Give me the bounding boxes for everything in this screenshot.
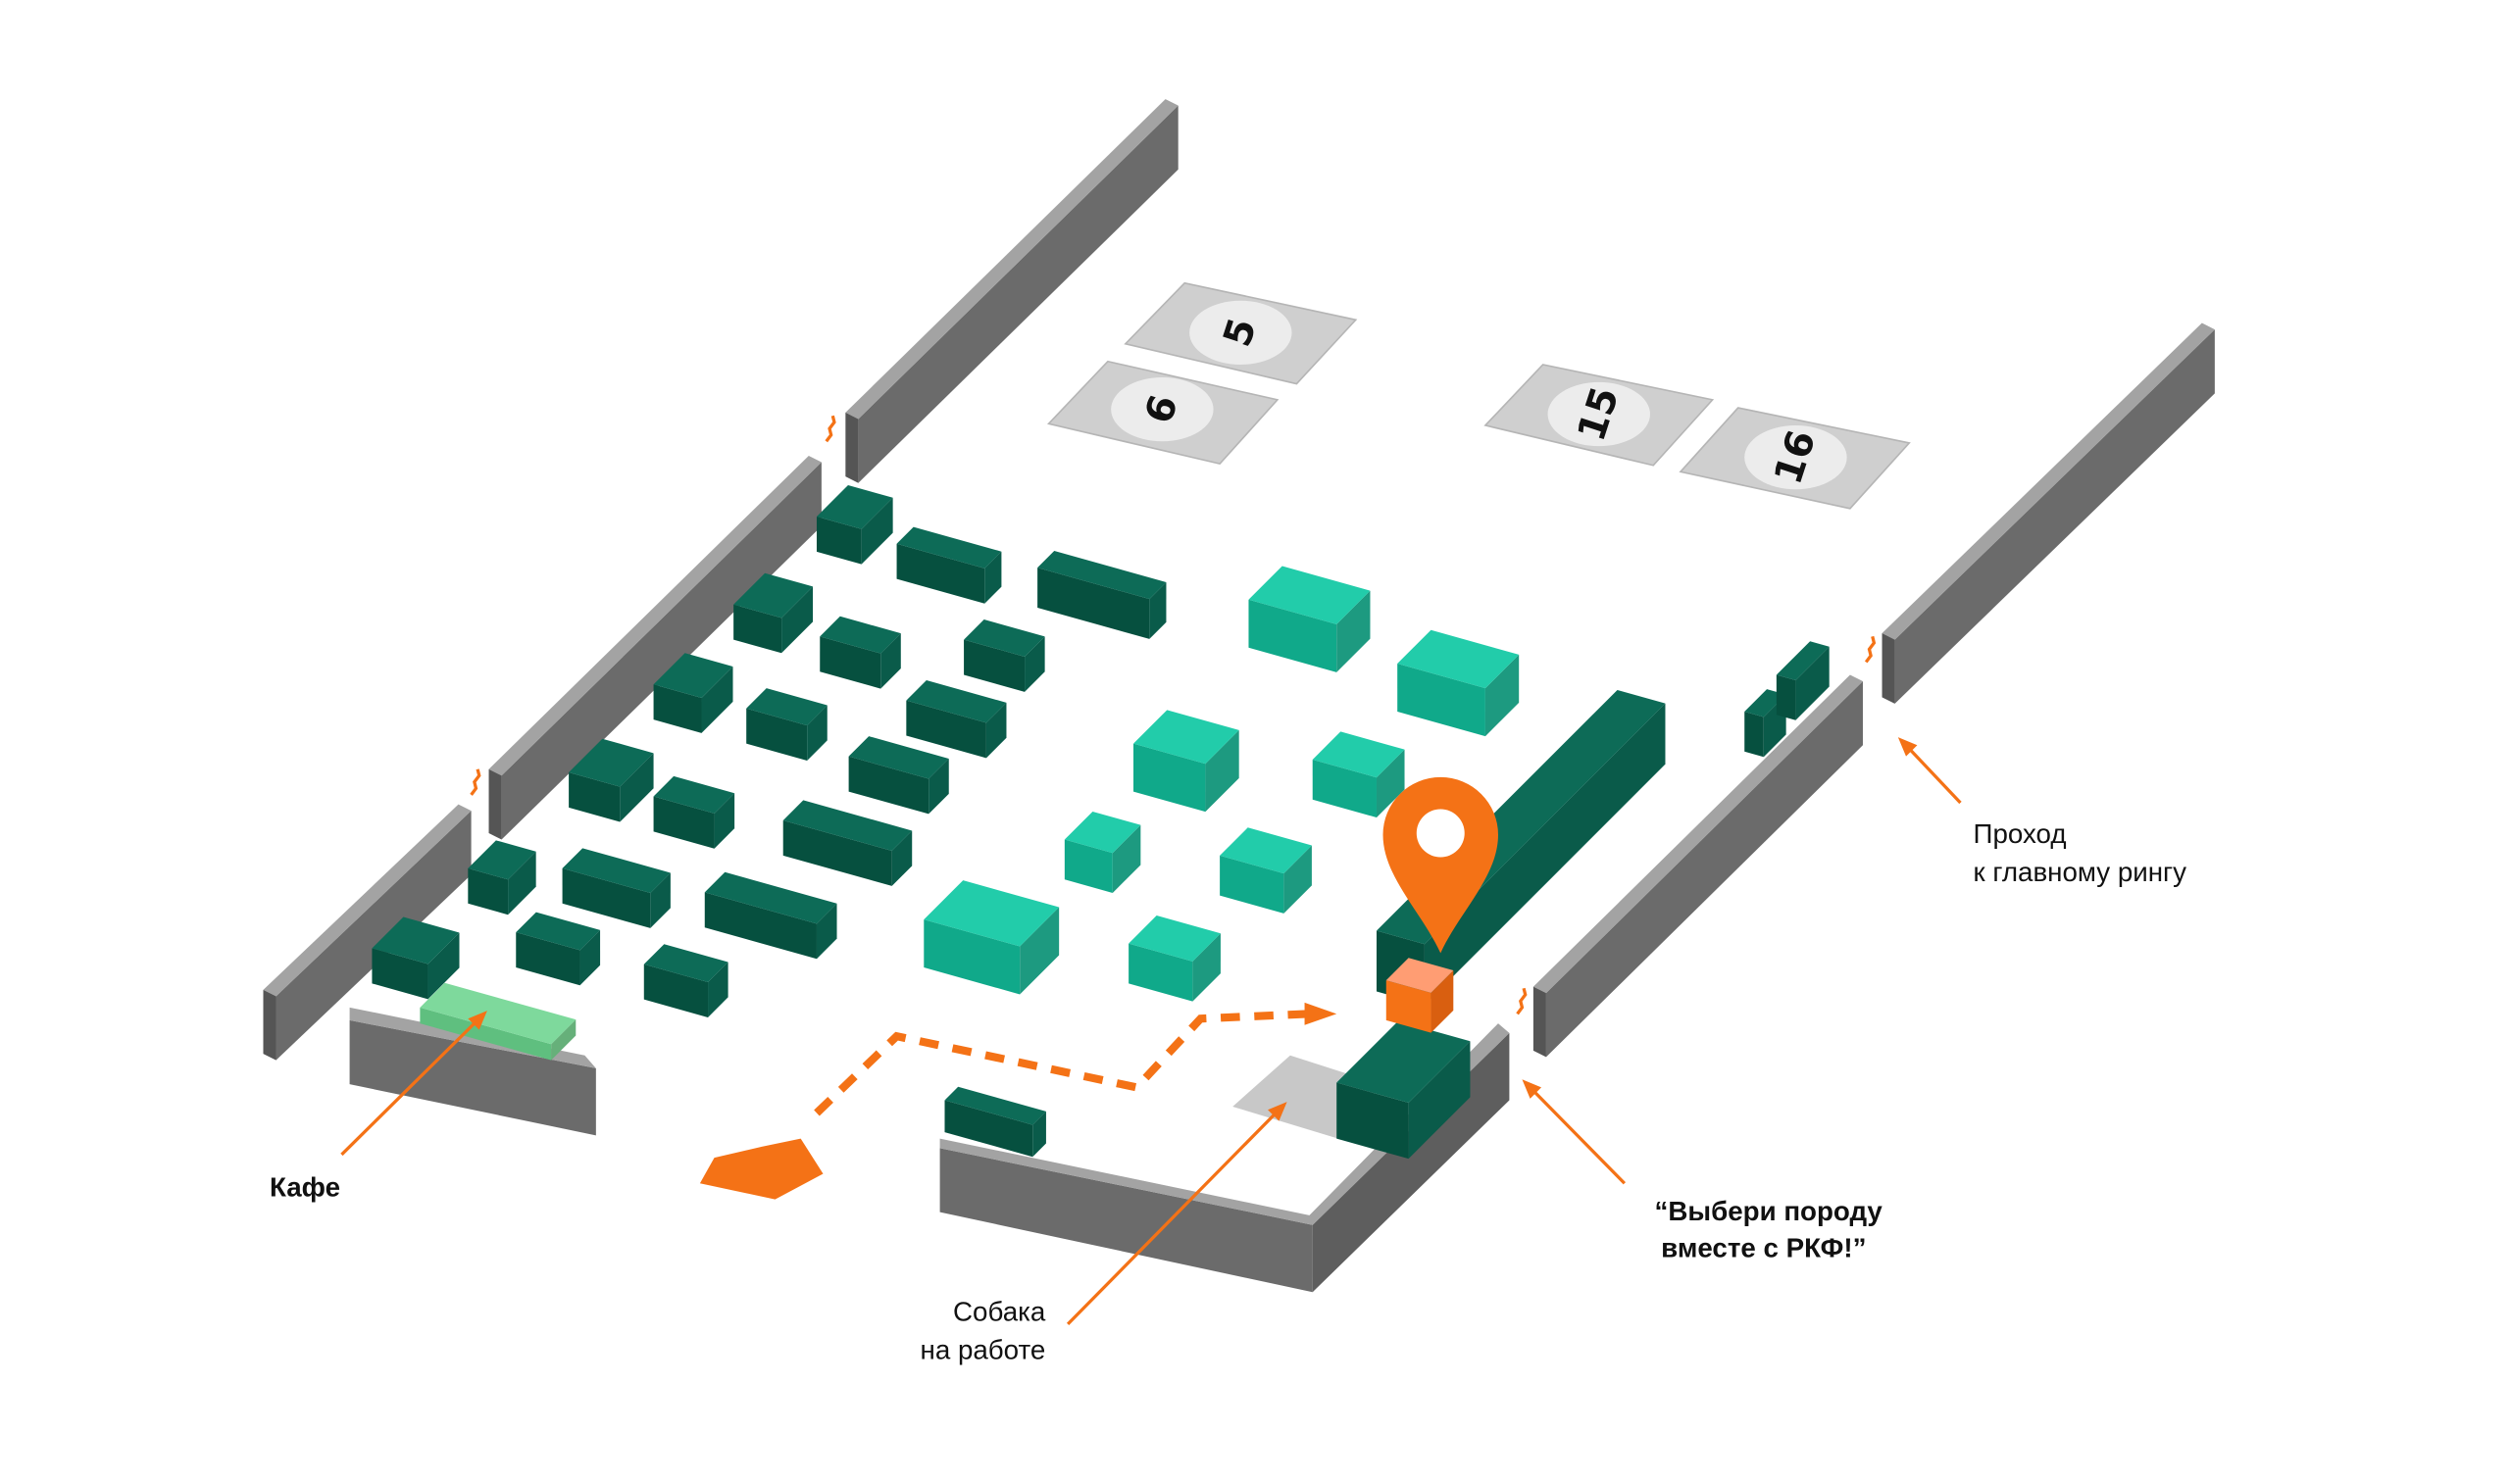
wall-segment bbox=[1532, 674, 1863, 1058]
cafe-label: Кафе bbox=[270, 1171, 340, 1202]
passage-label: к главному рингу bbox=[1974, 857, 2187, 887]
passage-label: Проход bbox=[1974, 818, 2067, 849]
booth-dark[interactable] bbox=[896, 526, 1002, 604]
choose-breed-label: вместе с РКФ!” bbox=[1661, 1232, 1866, 1262]
map-pin-icon[interactable] bbox=[1382, 776, 1498, 954]
booth-light[interactable] bbox=[1064, 811, 1141, 894]
booth-light[interactable] bbox=[1397, 629, 1520, 737]
door-marker-icon bbox=[470, 768, 481, 796]
entrance-arrow-icon bbox=[699, 1138, 824, 1200]
booth-dark[interactable] bbox=[944, 1086, 1046, 1158]
booth-light[interactable] bbox=[1312, 731, 1405, 818]
choose-breed-label: “Выбери породу bbox=[1655, 1196, 1883, 1226]
booth-dark[interactable] bbox=[653, 775, 735, 849]
wall-segment bbox=[845, 99, 1179, 483]
booth-dark[interactable] bbox=[643, 944, 728, 1017]
dashed-route bbox=[814, 1002, 1337, 1116]
callout-lines bbox=[340, 737, 1962, 1325]
booth-light[interactable] bbox=[1220, 827, 1312, 914]
route-arrowhead-icon bbox=[1304, 1002, 1337, 1025]
booth-dark[interactable] bbox=[1776, 641, 1830, 720]
booth-dark[interactable] bbox=[964, 619, 1045, 692]
pad-5[interactable]: 5 bbox=[1124, 281, 1358, 385]
booth-dark[interactable] bbox=[704, 871, 837, 960]
booth-dark[interactable] bbox=[1336, 1020, 1471, 1160]
arrowhead-icon bbox=[1897, 737, 1918, 757]
booth-dark[interactable] bbox=[653, 653, 733, 733]
arrowhead-icon bbox=[1268, 1102, 1287, 1121]
labels: Кафе Собака на работе “Выбери породу вме… bbox=[270, 818, 2186, 1365]
booth-dark[interactable] bbox=[820, 616, 901, 689]
booth-dark[interactable] bbox=[746, 688, 828, 761]
booth-light[interactable] bbox=[1133, 710, 1239, 813]
wall-segment bbox=[488, 455, 822, 840]
booths bbox=[372, 484, 1830, 1160]
booth-dark[interactable] bbox=[562, 848, 671, 928]
door-marker-icon bbox=[1516, 987, 1528, 1015]
booth-dark[interactable] bbox=[569, 738, 654, 822]
pad-16[interactable]: 16 bbox=[1679, 407, 1911, 510]
door-marker-icon bbox=[825, 415, 836, 443]
number-pads: 5 6 15 16 bbox=[1046, 281, 1911, 510]
pad-6[interactable]: 6 bbox=[1046, 360, 1280, 466]
wall-segment bbox=[1882, 322, 2215, 704]
wall-segment bbox=[263, 804, 472, 1061]
dog-at-work-label: на работе bbox=[921, 1335, 1046, 1365]
booth-dark[interactable] bbox=[516, 912, 601, 986]
dog-at-work-label: Собака bbox=[953, 1297, 1046, 1327]
cafe-area[interactable] bbox=[420, 982, 577, 1061]
booth-dark[interactable] bbox=[1037, 551, 1167, 639]
door-marker-icon bbox=[1864, 635, 1877, 664]
booth-dark[interactable] bbox=[733, 572, 814, 654]
booth-dark[interactable] bbox=[906, 680, 1007, 759]
arrowhead-icon bbox=[468, 1011, 487, 1030]
arrowhead-icon bbox=[1522, 1079, 1542, 1099]
booth-dark[interactable] bbox=[816, 484, 893, 565]
booth-light[interactable] bbox=[924, 880, 1060, 995]
booth-dark[interactable] bbox=[468, 840, 536, 915]
booth-light[interactable] bbox=[1129, 915, 1221, 1002]
booth-dark[interactable] bbox=[848, 736, 949, 815]
selected-booth[interactable] bbox=[1385, 958, 1454, 1033]
pad-15[interactable]: 15 bbox=[1483, 364, 1715, 467]
door-markers bbox=[470, 415, 1877, 1015]
booth-dark[interactable] bbox=[782, 800, 913, 886]
walls bbox=[263, 99, 2215, 1293]
booth-dark[interactable] bbox=[372, 916, 460, 1000]
booth-light[interactable] bbox=[1248, 566, 1371, 672]
